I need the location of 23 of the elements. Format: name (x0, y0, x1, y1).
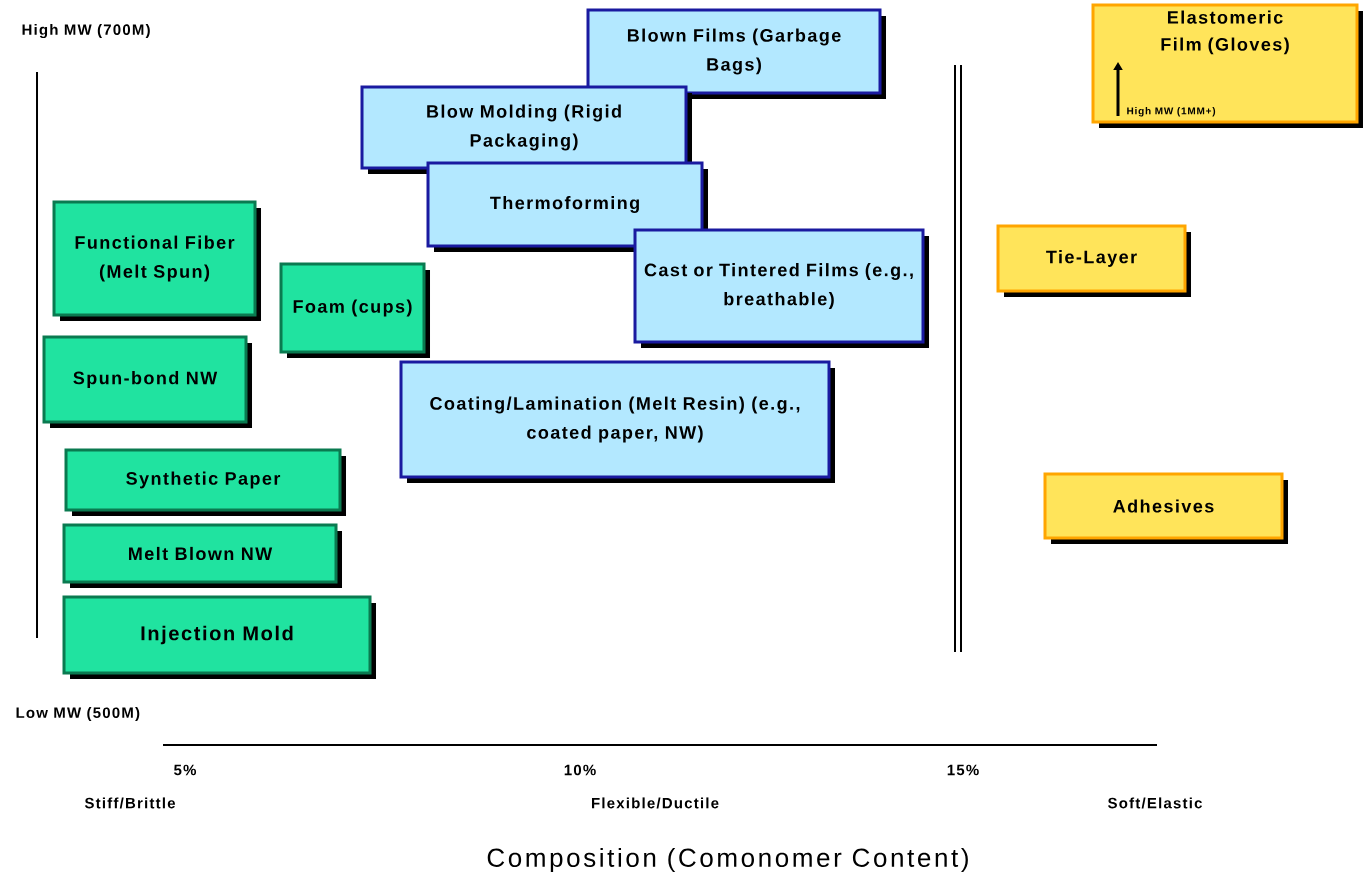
axis-label: 15% (947, 764, 979, 776)
application-box: Blow Molding (Rigid Packaging) (360, 85, 692, 174)
axis-label: 10% (564, 764, 596, 776)
axis-label: 5% (174, 764, 197, 776)
axis-title: Composition (Comonomer Content) (487, 847, 968, 873)
application-box: Cast or Tintered Films (e.g., breathable) (633, 228, 929, 348)
application-box: Adhesives (1043, 472, 1288, 544)
application-box: Synthetic Paper (64, 448, 346, 516)
mw-note: High MW (1MM+) (1127, 107, 1216, 117)
application-box: Thermoforming (426, 161, 708, 252)
application-box: Foam (cups) (279, 262, 430, 358)
application-box: Blown Films (Garbage Bags) (586, 8, 886, 99)
application-box: Functional Fiber (Melt Spun) (52, 200, 261, 321)
axis-label: Stiff/Brittle (84, 797, 175, 809)
application-box: Coating/Lamination (Melt Resin) (e.g., coated paper, NW) (399, 360, 835, 483)
axis-label: Soft/Elastic (1108, 797, 1202, 809)
axis-label: Low MW (500M) (16, 707, 140, 721)
axis-label: High MW (700M) (22, 24, 150, 39)
application-box: Melt Blown NW (62, 523, 342, 588)
axis-label: Flexible/Ductile (592, 797, 719, 809)
application-box: Tie-Layer (996, 224, 1191, 297)
application-box: Injection Mold (62, 595, 376, 679)
application-box: Spun-bond NW (42, 335, 252, 428)
